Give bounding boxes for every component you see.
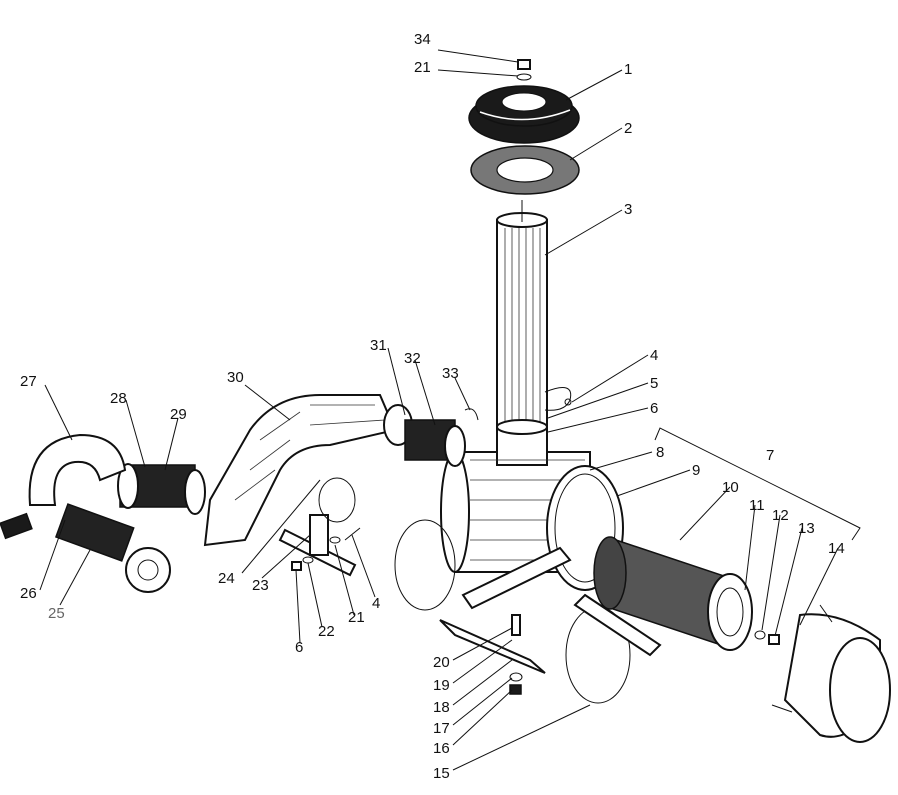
part-small-bracket — [278, 477, 361, 577]
leader-lines — [39, 49, 839, 771]
label-17: 17 — [433, 720, 450, 737]
label-29: 29 — [170, 406, 187, 423]
part-precleaner — [0, 503, 171, 593]
label-22: 22 — [318, 623, 335, 640]
callout-labels: 34 21 1 2 3 4 5 6 7 8 9 10 11 12 13 14 1… — [20, 31, 845, 782]
part-elbow — [28, 433, 127, 506]
label-21-bottom: 21 — [348, 609, 365, 626]
part-cover — [468, 85, 580, 144]
label-7: 7 — [766, 447, 774, 464]
label-12: 12 — [772, 507, 789, 524]
label-10: 10 — [722, 479, 739, 496]
part-group-bracket — [654, 427, 861, 541]
part-tube-clamp — [544, 387, 572, 411]
label-14: 14 — [828, 540, 845, 557]
label-28: 28 — [110, 390, 127, 407]
label-33: 33 — [442, 365, 459, 382]
label-27: 27 — [20, 373, 37, 390]
part-top-nut — [516, 59, 532, 81]
label-9: 9 — [692, 462, 700, 479]
part-intake-pipe — [203, 394, 397, 547]
label-30: 30 — [227, 369, 244, 386]
label-8: 8 — [656, 444, 664, 461]
label-3: 3 — [624, 201, 632, 218]
label-2: 2 — [624, 120, 632, 137]
part-end-cap — [771, 604, 891, 743]
part-base-bracket — [439, 546, 662, 695]
label-20: 20 — [433, 654, 450, 671]
label-21-top: 21 — [414, 59, 431, 76]
label-4-bottom: 4 — [372, 595, 380, 612]
label-31: 31 — [370, 337, 387, 354]
part-hose-connector — [383, 404, 479, 467]
part-washers — [754, 630, 780, 645]
label-18: 18 — [433, 699, 450, 716]
label-24: 24 — [218, 570, 235, 587]
label-25: 25 — [48, 605, 65, 622]
label-6-bottom: 6 — [295, 639, 303, 656]
label-4-top: 4 — [650, 347, 658, 364]
part-filter-element — [593, 536, 753, 651]
label-11: 11 — [749, 497, 765, 514]
label-1: 1 — [624, 61, 632, 78]
label-32: 32 — [404, 350, 421, 367]
label-15: 15 — [433, 765, 450, 782]
label-34: 34 — [414, 31, 431, 48]
label-13: 13 — [798, 520, 815, 537]
label-16: 16 — [433, 740, 450, 757]
part-gasket — [470, 145, 580, 195]
label-23: 23 — [252, 577, 269, 594]
part-corrugated-hose — [117, 463, 206, 515]
label-6-top: 6 — [650, 400, 658, 417]
part-inlet-pipe — [496, 200, 548, 443]
label-5: 5 — [650, 375, 658, 392]
label-19: 19 — [433, 677, 450, 694]
label-26: 26 — [20, 585, 37, 602]
